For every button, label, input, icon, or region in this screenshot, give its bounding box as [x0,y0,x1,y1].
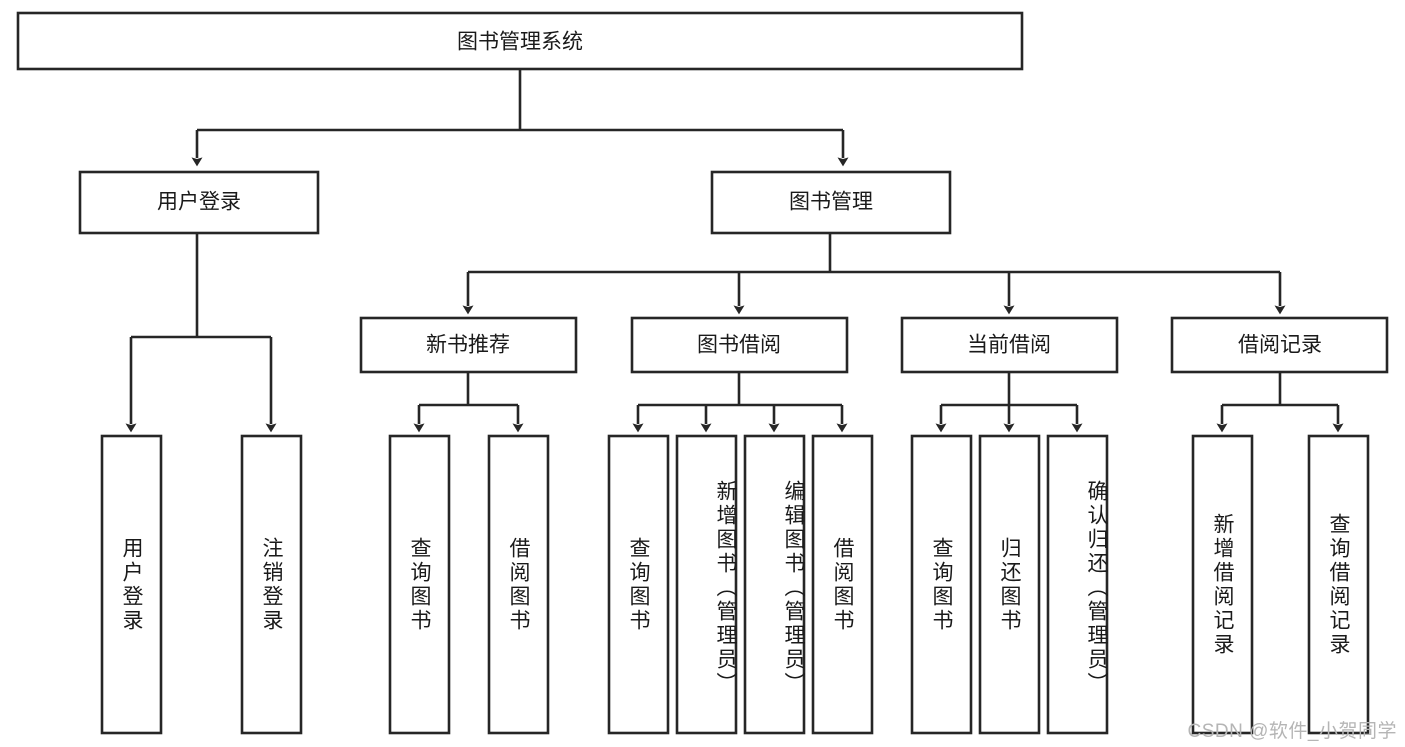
node-leaf-query-book-bb[interactable] [607,434,670,735]
node-leaf-edit-book-admin[interactable] [743,434,806,735]
node-book-borrow[interactable]: 图书借阅 [630,316,849,374]
node-root-system-label: 图书管理系统 [457,31,583,54]
node-leaf-borrow-book-nb[interactable] [487,434,550,735]
node-book-management-label: 图书管理 [789,191,873,214]
node-borrow-record-label: 借阅记录 [1238,334,1322,357]
node-leaf-query-borrow-record[interactable] [1307,434,1370,735]
node-leaf-user-login[interactable] [100,434,163,735]
node-new-book-recommend-label: 新书推荐 [426,334,510,357]
watermark-text: CSDN @软件_小贺同学 [1187,721,1397,742]
node-root-system[interactable]: 图书管理系统 [16,11,1024,71]
edges-root-to-level1 [191,69,849,167]
edges-newbook-to-leaves [413,372,524,433]
node-user-login-label: 用户登录 [157,191,241,214]
node-leaf-borrow-book-bb[interactable] [811,434,874,735]
node-leaf-user-logout[interactable] [240,434,303,735]
node-leaf-return-book[interactable] [978,434,1041,735]
node-leaf-add-borrow-record[interactable] [1191,434,1254,735]
edges-currentborrow-to-leaves [935,372,1083,433]
node-book-borrow-label: 图书借阅 [697,334,781,357]
node-leaf-add-book-admin[interactable] [675,434,738,735]
node-borrow-record[interactable]: 借阅记录 [1170,316,1389,374]
node-book-management[interactable]: 图书管理 [710,170,952,235]
node-user-login[interactable]: 用户登录 [78,170,320,235]
node-current-borrow-label: 当前借阅 [967,334,1051,357]
node-leaf-confirm-return-admin[interactable] [1046,434,1109,735]
edges-bookmgmt-to-level2 [462,233,1286,315]
edges-borrowrecord-to-leaves [1216,372,1344,433]
node-leaf-query-book-nb[interactable] [388,434,451,735]
node-current-borrow[interactable]: 当前借阅 [900,316,1119,374]
edges-userlogin-to-leaves [125,233,277,433]
edges-bookborrow-to-leaves [632,372,848,433]
node-leaf-query-book-cb[interactable] [910,434,973,735]
node-new-book-recommend[interactable]: 新书推荐 [359,316,578,374]
